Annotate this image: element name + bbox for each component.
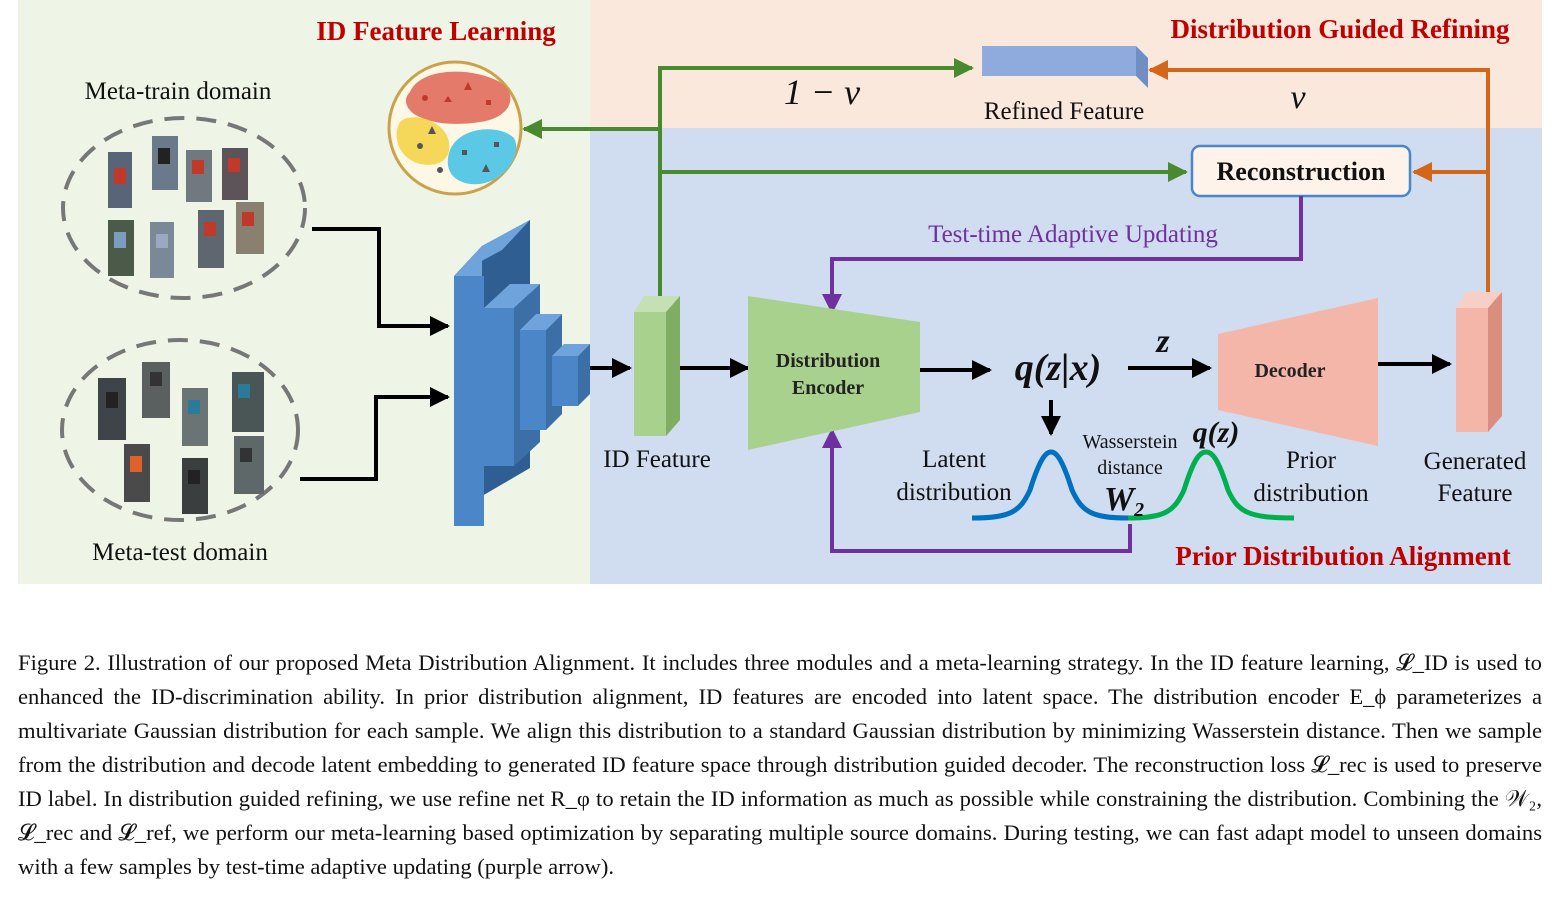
encoder-label-line2: Encoder xyxy=(792,377,864,399)
arrow-wasserstein-feedback xyxy=(822,428,1132,553)
wasserstein-label-2: distance xyxy=(1097,457,1163,479)
meta-test-label: Meta-test domain xyxy=(92,539,268,566)
v-label: v xyxy=(1290,79,1306,116)
arrow-id-feature-to-refined xyxy=(658,58,974,296)
wasserstein-label-1: Wasserstein xyxy=(1082,431,1177,453)
generated-feature-block xyxy=(1456,292,1502,432)
z-label: z xyxy=(1155,323,1170,360)
decoder-label: Decoder xyxy=(1254,360,1325,382)
distribution-encoder xyxy=(748,296,920,450)
latent-distribution-curve xyxy=(971,449,1129,521)
id-cluster-icon xyxy=(387,60,523,196)
title-distribution-guided-refining: Distribution Guided Refining xyxy=(1170,14,1510,44)
decoder xyxy=(1218,298,1378,446)
meta-test-ellipse xyxy=(60,338,300,522)
arrow-generated-to-refined xyxy=(1148,60,1490,296)
figure-caption: Figure 2. Illustration of our proposed M… xyxy=(18,646,1542,884)
prior-distribution-label-1: Prior xyxy=(1286,447,1337,474)
arrow-test-time-updating xyxy=(822,196,1303,314)
backbone-network xyxy=(454,220,590,526)
framework-diagram: ID Feature Learning Distribution Guided … xyxy=(18,0,1542,584)
arrow-meta-train-to-backbone xyxy=(312,227,450,336)
qzx-label: q(z|x) xyxy=(1015,347,1101,389)
encoder-label-line1: Distribution xyxy=(776,350,880,372)
meta-train-person-images xyxy=(108,136,264,278)
prior-distribution-curve xyxy=(1127,449,1295,521)
meta-test-person-images xyxy=(98,362,264,514)
meta-train-ellipse xyxy=(61,116,307,300)
generated-feature-label-1: Generated xyxy=(1424,448,1527,475)
refined-feature-block xyxy=(982,46,1148,88)
title-prior-distribution-alignment: Prior Distribution Alignment xyxy=(1175,541,1511,571)
prior-distribution-label-2: distribution xyxy=(1253,480,1369,507)
caption-label: Figure 2. xyxy=(18,650,101,675)
meta-train-label: Meta-train domain xyxy=(85,78,272,105)
reconstruction-label: Reconstruction xyxy=(1217,157,1387,186)
w2-label: W2 xyxy=(1104,481,1144,521)
arrow-meta-test-to-backbone xyxy=(300,387,450,481)
latent-distribution-label-1: Latent xyxy=(922,446,986,473)
test-time-label: Test-time Adaptive Updating xyxy=(928,221,1218,248)
qz-label: q(z) xyxy=(1193,416,1240,449)
id-feature-block xyxy=(634,296,680,436)
latent-distribution-label-2: distribution xyxy=(896,479,1012,506)
one-minus-v-label: 1 − v xyxy=(784,72,860,112)
refined-feature-label: Refined Feature xyxy=(984,98,1144,125)
caption-text: Illustration of our proposed Meta Distri… xyxy=(18,650,1542,879)
generated-feature-label-2: Feature xyxy=(1438,480,1513,507)
title-id-feature-learning: ID Feature Learning xyxy=(316,16,556,46)
id-feature-label: ID Feature xyxy=(603,446,711,473)
